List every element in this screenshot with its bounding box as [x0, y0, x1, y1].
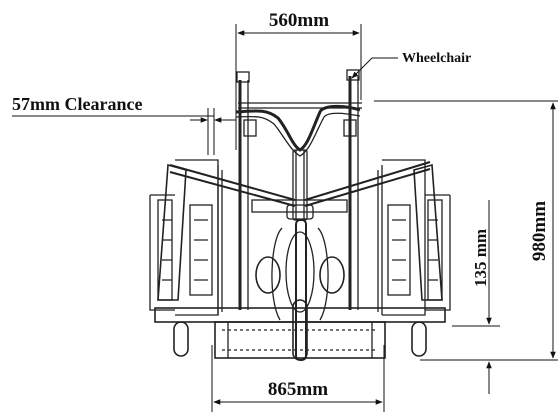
top-width-dimension: 560mm — [235, 10, 362, 150]
ground-clearance-label: 135 mm — [471, 229, 490, 287]
right-side-module — [377, 159, 451, 316]
bottom-width-dimension: 865mm — [211, 345, 385, 412]
height-dimension: 980mm — [374, 100, 558, 361]
brace-bars — [169, 161, 431, 207]
wheelchair-callout: Wheelchair — [351, 51, 471, 79]
clearance-dimension: 57mm Clearance — [12, 94, 236, 155]
wheels — [173, 256, 427, 361]
ground-clearance-dimension: 135 mm — [452, 200, 500, 394]
top-width-label: 560mm — [269, 10, 329, 31]
vehicle-drawing — [149, 69, 451, 361]
clearance-label: 57mm Clearance — [12, 94, 142, 114]
height-label: 980mm — [529, 201, 550, 261]
handlebar — [235, 104, 361, 157]
wheelchair-label: Wheelchair — [402, 51, 471, 66]
bottom-width-label: 865mm — [268, 379, 328, 400]
base-platform — [154, 307, 446, 359]
steering-column — [271, 149, 329, 361]
left-side-module — [149, 159, 223, 316]
